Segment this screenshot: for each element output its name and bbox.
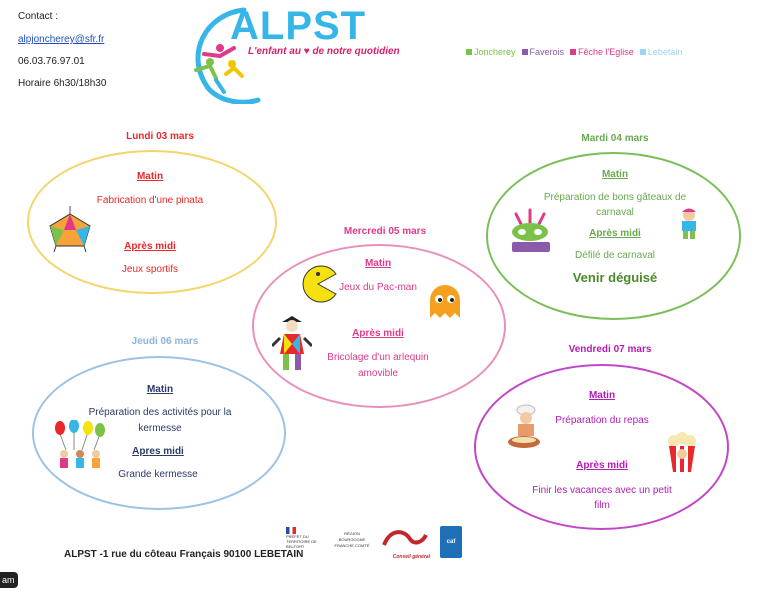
day-title-wednesday: Mercredi 05 mars bbox=[343, 226, 427, 237]
friday-afternoon-activity-line2: film bbox=[594, 500, 610, 511]
village-legend: Joncherey Faverois Fêche l'Eglise Lebeta… bbox=[466, 47, 682, 57]
friday-afternoon-label: Après midi bbox=[576, 460, 628, 471]
thursday-morning-activity-line1: Préparation des activités pour la bbox=[88, 407, 232, 418]
legend-swatch bbox=[639, 49, 646, 55]
tuesday-afternoon-label: Après midi bbox=[589, 228, 641, 239]
day-title-thursday: Jeudi 06 mars bbox=[131, 336, 199, 347]
wednesday-morning-activity: Jeux du Pac-man bbox=[339, 282, 417, 293]
logo-swirl-graphic bbox=[194, 7, 261, 104]
corner-tab[interactable]: am bbox=[0, 572, 18, 588]
tuesday-morning-activity-line1: Préparation de bons gâteaux de bbox=[543, 192, 687, 203]
cooking-child-icon bbox=[508, 404, 540, 448]
logo-tagline-part2: de notre quotidien bbox=[312, 46, 400, 57]
partner3-label: Conseil général bbox=[392, 554, 430, 560]
contact-email-link[interactable]: alpjoncherey@sfr.fr bbox=[18, 34, 105, 45]
tuesday-morning-activity-line2: carnaval bbox=[596, 207, 634, 218]
contact-phone: 06.03.76.97.01 bbox=[18, 56, 85, 67]
harlequin-icon bbox=[272, 316, 312, 370]
marianne-flag-icon bbox=[286, 527, 296, 534]
monday-afternoon-label: Après midi bbox=[124, 241, 176, 252]
pinata-illustration-icon bbox=[49, 206, 91, 252]
legend-item-lebetain: Lebetain bbox=[639, 47, 683, 57]
partner-logo-region: RÉGION BOURGOGNE FRANCHE COMTÉ bbox=[334, 527, 370, 557]
friday-morning-activity: Préparation du repas bbox=[555, 415, 649, 426]
contact-hours: Horaire 6h30/18h30 bbox=[18, 78, 107, 89]
legend-label: Fêche l'Eglise bbox=[578, 47, 634, 57]
legend-label: Faverois bbox=[529, 47, 565, 57]
pacman-icon bbox=[302, 265, 337, 303]
monday-morning-activity: Fabrication d'une pinata bbox=[96, 195, 204, 206]
partner-logo-caf: caf bbox=[440, 526, 462, 558]
conseil-swoosh-icon bbox=[382, 530, 428, 546]
partner-logos: PRÉFET DU TERRITOIRE DE BELFORT RÉGION B… bbox=[286, 526, 462, 560]
thursday-afternoon-label: Apres midi bbox=[132, 446, 184, 457]
logo-title: ALPST bbox=[230, 4, 367, 48]
wednesday-afternoon-activity-line1: Bricolage d'un arlequin bbox=[327, 352, 429, 363]
partner2-label: RÉGION BOURGOGNE FRANCHE COMTÉ bbox=[334, 531, 370, 548]
friday-morning-label: Matin bbox=[588, 390, 616, 401]
wednesday-morning-label: Matin bbox=[364, 258, 392, 269]
legend-label: Lebetain bbox=[647, 47, 683, 57]
thursday-morning-label: Matin bbox=[146, 384, 174, 395]
legend-item-joncherey: Joncherey bbox=[466, 47, 516, 57]
legend-item-faverois: Faverois bbox=[521, 47, 565, 57]
day-title-friday: Vendredi 07 mars bbox=[568, 344, 652, 355]
alpst-logo: ALPST L'enfant au ♥ de notre quotidien bbox=[186, 4, 408, 104]
footer-address: ALPST -1 rue du côteau Français 90100 LE… bbox=[64, 549, 304, 560]
thursday-morning-activity-line2: kermesse bbox=[138, 423, 182, 434]
day-title-monday: Lundi 03 mars bbox=[126, 131, 194, 142]
friday-afternoon-activity-line1: Finir les vacances avec un petit bbox=[532, 485, 672, 496]
contact-label: Contact : bbox=[18, 11, 59, 22]
legend-swatch bbox=[466, 49, 472, 55]
wednesday-afternoon-label: Après midi bbox=[352, 328, 404, 339]
monday-afternoon-activity: Jeux sportifs bbox=[121, 264, 179, 275]
tuesday-morning-label: Matin bbox=[601, 169, 629, 180]
legend-label: Joncherey bbox=[474, 47, 516, 57]
legend-item-feche: Fêche l'Eglise bbox=[570, 47, 634, 57]
thursday-afternoon-activity: Grande kermesse bbox=[118, 469, 198, 480]
tuesday-afternoon-activity: Défilé de carnaval bbox=[574, 250, 656, 261]
kermesse-balloons-kids-icon bbox=[55, 420, 105, 468]
logo-tagline-part1: L'enfant au bbox=[248, 46, 301, 57]
partner-logo-prefet: PRÉFET DU TERRITOIRE DE BELFORT bbox=[286, 527, 324, 557]
legend-swatch bbox=[570, 49, 577, 55]
day-title-tuesday: Mardi 04 mars bbox=[581, 133, 649, 144]
carnaval-mask-icon bbox=[512, 208, 550, 252]
heart-icon: ♥ bbox=[303, 46, 310, 57]
partner1-label: PRÉFET DU TERRITOIRE DE BELFORT bbox=[286, 534, 317, 549]
pacman-ghost-icon bbox=[430, 285, 460, 318]
costumed-child-icon bbox=[682, 208, 696, 239]
partner-logo-conseil: Conseil général bbox=[380, 527, 430, 560]
monday-morning-label: Matin bbox=[136, 171, 164, 182]
popcorn-cinema-icon bbox=[668, 432, 696, 472]
wednesday-afternoon-activity-line2: amovible bbox=[357, 368, 399, 379]
logo-tagline: L'enfant au ♥ de notre quotidien bbox=[248, 46, 400, 57]
partner4-label: caf bbox=[446, 539, 456, 545]
tuesday-note: Venir déguisé bbox=[572, 270, 658, 285]
legend-swatch bbox=[521, 49, 528, 55]
